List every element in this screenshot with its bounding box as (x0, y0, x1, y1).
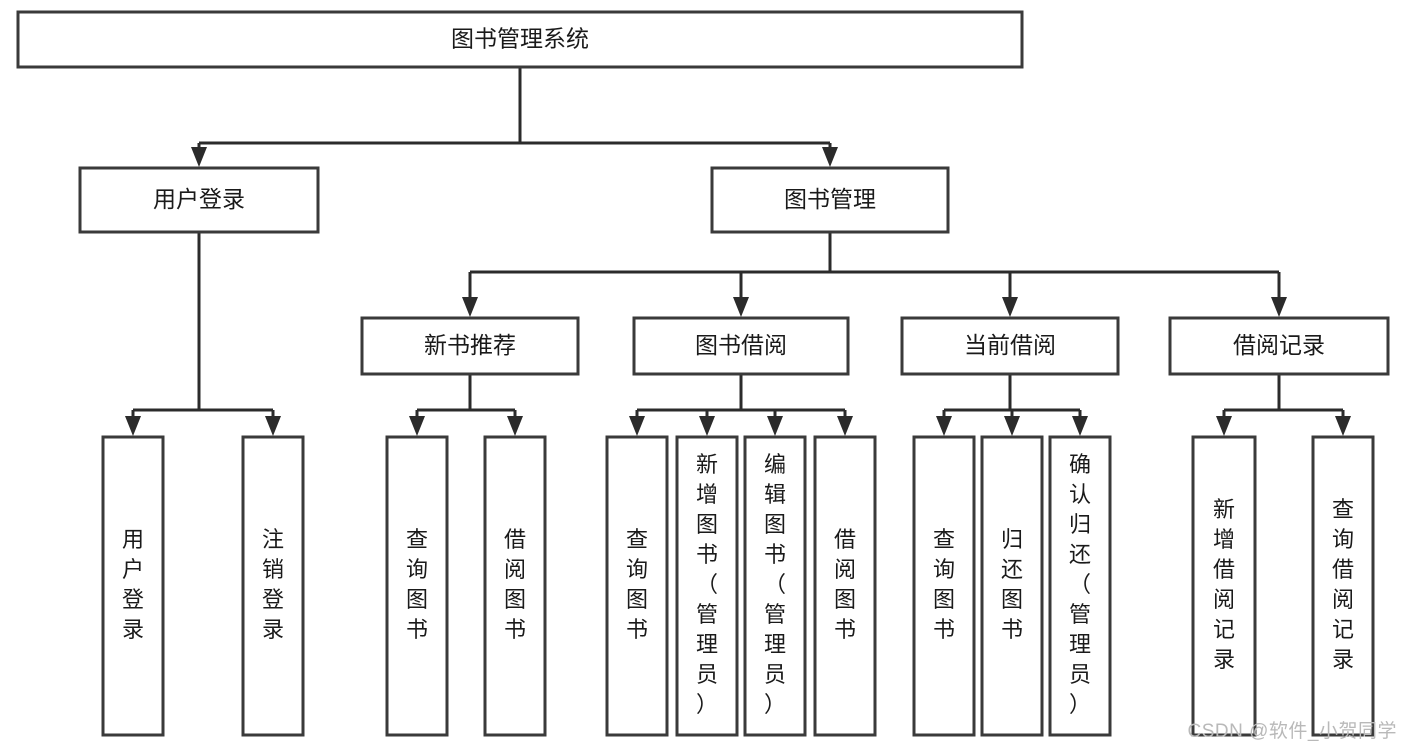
node-leaf-borrow-book-1[interactable]: 借阅图书 (483, 435, 547, 737)
node-leaf-confirm-return-box (1048, 435, 1112, 737)
node-root-box (16, 10, 1024, 69)
node-leaf-edit-book-box (743, 435, 807, 737)
node-leaf-borrow-book-2[interactable]: 借阅图书 (813, 435, 877, 737)
node-leaf-query-record[interactable]: 查询借阅记录 (1311, 435, 1375, 737)
node-leaf-return-book-box (980, 435, 1044, 737)
node-user-login-box (78, 166, 320, 234)
node-layer: 图书管理系统用户登录图书管理新书推荐图书借阅当前借阅借阅记录用户登录注销登录查询… (16, 10, 1390, 737)
node-borrow-record-label: 借阅记录 (1233, 332, 1325, 358)
node-leaf-borrow-book-1-label: 借阅图书 (504, 527, 526, 642)
node-leaf-query-book-3-box (912, 435, 976, 737)
node-borrow-record-box (1168, 316, 1390, 376)
node-user-login[interactable]: 用户登录 (78, 166, 320, 234)
node-leaf-borrow-book-2-label: 借阅图书 (834, 527, 856, 642)
node-leaf-add-book-box (675, 435, 739, 737)
node-leaf-query-book-2-box (605, 435, 669, 737)
node-book-manage-box (710, 166, 950, 234)
node-leaf-add-book-label: 新增图书（管理员） (696, 452, 718, 717)
node-leaf-borrow-book-1-box (483, 435, 547, 737)
node-leaf-user-login[interactable]: 用户登录 (101, 435, 165, 737)
node-book-manage[interactable]: 图书管理 (710, 166, 950, 234)
node-leaf-return-book-label: 归还图书 (1001, 527, 1023, 642)
edge-layer (125, 67, 1351, 436)
node-current-borrow[interactable]: 当前借阅 (900, 316, 1120, 376)
node-root-label: 图书管理系统 (451, 26, 589, 52)
node-root[interactable]: 图书管理系统 (16, 10, 1024, 69)
node-new-book-rec-box (360, 316, 580, 376)
node-leaf-query-book-1[interactable]: 查询图书 (385, 435, 449, 737)
node-leaf-query-record-box (1311, 435, 1375, 737)
node-new-book-rec-label: 新书推荐 (424, 332, 516, 358)
node-leaf-borrow-book-2-box (813, 435, 877, 737)
node-leaf-query-record-label: 查询借阅记录 (1332, 497, 1354, 672)
node-user-login-label: 用户登录 (153, 186, 245, 212)
node-leaf-add-record[interactable]: 新增借阅记录 (1191, 435, 1257, 737)
node-leaf-return-book[interactable]: 归还图书 (980, 435, 1044, 737)
node-leaf-query-book-1-box (385, 435, 449, 737)
node-book-borrow[interactable]: 图书借阅 (632, 316, 850, 376)
node-leaf-confirm-return-label: 确认归还（管理员） (1069, 452, 1091, 717)
node-book-borrow-label: 图书借阅 (695, 332, 787, 358)
node-leaf-user-login-box (101, 435, 165, 737)
node-leaf-query-book-3-label: 查询图书 (933, 527, 955, 642)
node-leaf-add-record-label: 新增借阅记录 (1213, 497, 1235, 672)
node-leaf-query-book-2[interactable]: 查询图书 (605, 435, 669, 737)
node-leaf-user-logout[interactable]: 注销登录 (241, 435, 305, 737)
node-leaf-add-book[interactable]: 新增图书（管理员） (675, 435, 739, 737)
node-leaf-edit-book-label: 编辑图书（管理员） (764, 452, 786, 717)
node-book-manage-label: 图书管理 (784, 186, 876, 212)
node-leaf-user-logout-box (241, 435, 305, 737)
node-leaf-confirm-return[interactable]: 确认归还（管理员） (1048, 435, 1112, 737)
node-current-borrow-label: 当前借阅 (964, 332, 1056, 358)
node-new-book-rec[interactable]: 新书推荐 (360, 316, 580, 376)
node-book-borrow-box (632, 316, 850, 376)
node-leaf-edit-book[interactable]: 编辑图书（管理员） (743, 435, 807, 737)
node-borrow-record[interactable]: 借阅记录 (1168, 316, 1390, 376)
node-current-borrow-box (900, 316, 1120, 376)
node-leaf-user-logout-label: 注销登录 (262, 527, 284, 642)
node-leaf-query-book-2-label: 查询图书 (626, 527, 648, 642)
node-leaf-query-book-1-label: 查询图书 (406, 527, 428, 642)
node-leaf-query-book-3[interactable]: 查询图书 (912, 435, 976, 737)
node-leaf-add-record-box (1191, 435, 1257, 737)
node-leaf-user-login-label: 用户登录 (122, 527, 144, 642)
